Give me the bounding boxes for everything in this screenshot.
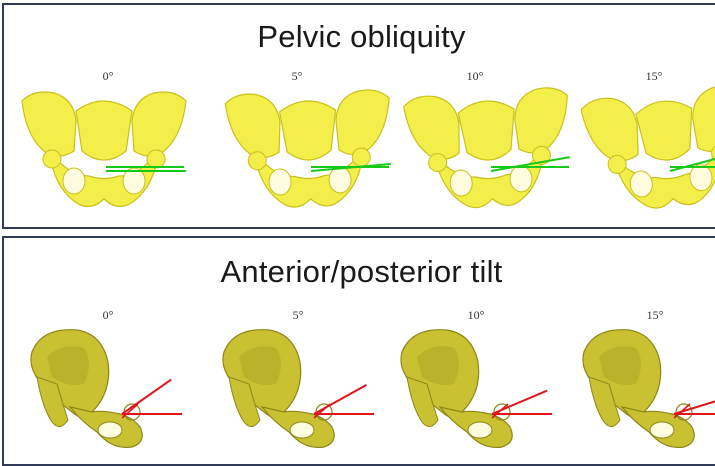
right-acetabulum	[147, 150, 165, 168]
right-ilium	[132, 92, 186, 156]
pelvis-lateral-shape	[223, 330, 334, 448]
left-ilium	[403, 94, 461, 162]
right-ilium	[513, 86, 571, 154]
pelvis-frontal-shape	[580, 84, 715, 215]
pelvis-lateral-shape	[401, 330, 512, 448]
sacrum	[458, 99, 518, 162]
tilt-angle-label-10: 10°	[456, 308, 496, 323]
left-ilium	[225, 93, 281, 159]
pelvis-frontal-shape	[22, 92, 186, 207]
tilt-pelvis-15	[574, 322, 715, 462]
tilt-angle-label-0: 0°	[88, 308, 128, 323]
obliquity-pelvis-10	[399, 81, 579, 221]
left-obturator	[269, 169, 292, 196]
obturator-foramen	[290, 422, 314, 438]
tilt-axis-line	[314, 385, 366, 414]
right-ilium	[335, 89, 391, 155]
tilt-pelvis-10	[392, 322, 572, 462]
pelvic-obliquity-panel: Pelvic obliquity 0° 5° 10° 15°	[2, 3, 715, 229]
pelvis-lateral-shape	[583, 330, 694, 448]
left-acetabulum	[43, 150, 61, 168]
pelvis-frontal-shape	[225, 89, 393, 209]
tilt-title: Anterior/posterior tilt	[4, 254, 715, 290]
right-acetabulum	[352, 148, 371, 167]
left-ilium	[580, 95, 640, 164]
obliquity-pelvis-0	[14, 81, 194, 221]
obturator-foramen	[468, 422, 492, 438]
sacrum	[76, 101, 132, 160]
tilt-pelvis-0	[22, 322, 202, 462]
tilt-angle-label-5: 5°	[278, 308, 318, 323]
tilt-angle-label-15: 15°	[635, 308, 675, 323]
pelvis-frontal-shape	[403, 86, 575, 212]
obliquity-pelvis-5	[219, 81, 399, 221]
obturator-foramen	[98, 422, 122, 438]
tilt-pelvis-5	[214, 322, 394, 462]
obturator-foramen	[650, 422, 674, 438]
sacrum	[635, 98, 697, 163]
right-obturator	[329, 167, 352, 194]
pelvic-obliquity-title: Pelvic obliquity	[4, 19, 715, 55]
obliquity-pelvis-15	[578, 81, 715, 221]
tilt-axis-line	[122, 380, 171, 414]
left-obturator	[63, 168, 85, 194]
anterior-posterior-tilt-panel: Anterior/posterior tilt 0° 5° 10° 15°	[2, 236, 715, 466]
right-ilium	[690, 84, 715, 153]
left-ilium	[22, 92, 76, 156]
left-acetabulum	[248, 152, 267, 171]
sacrum	[279, 100, 337, 161]
pelvis-lateral-shape	[31, 330, 142, 448]
